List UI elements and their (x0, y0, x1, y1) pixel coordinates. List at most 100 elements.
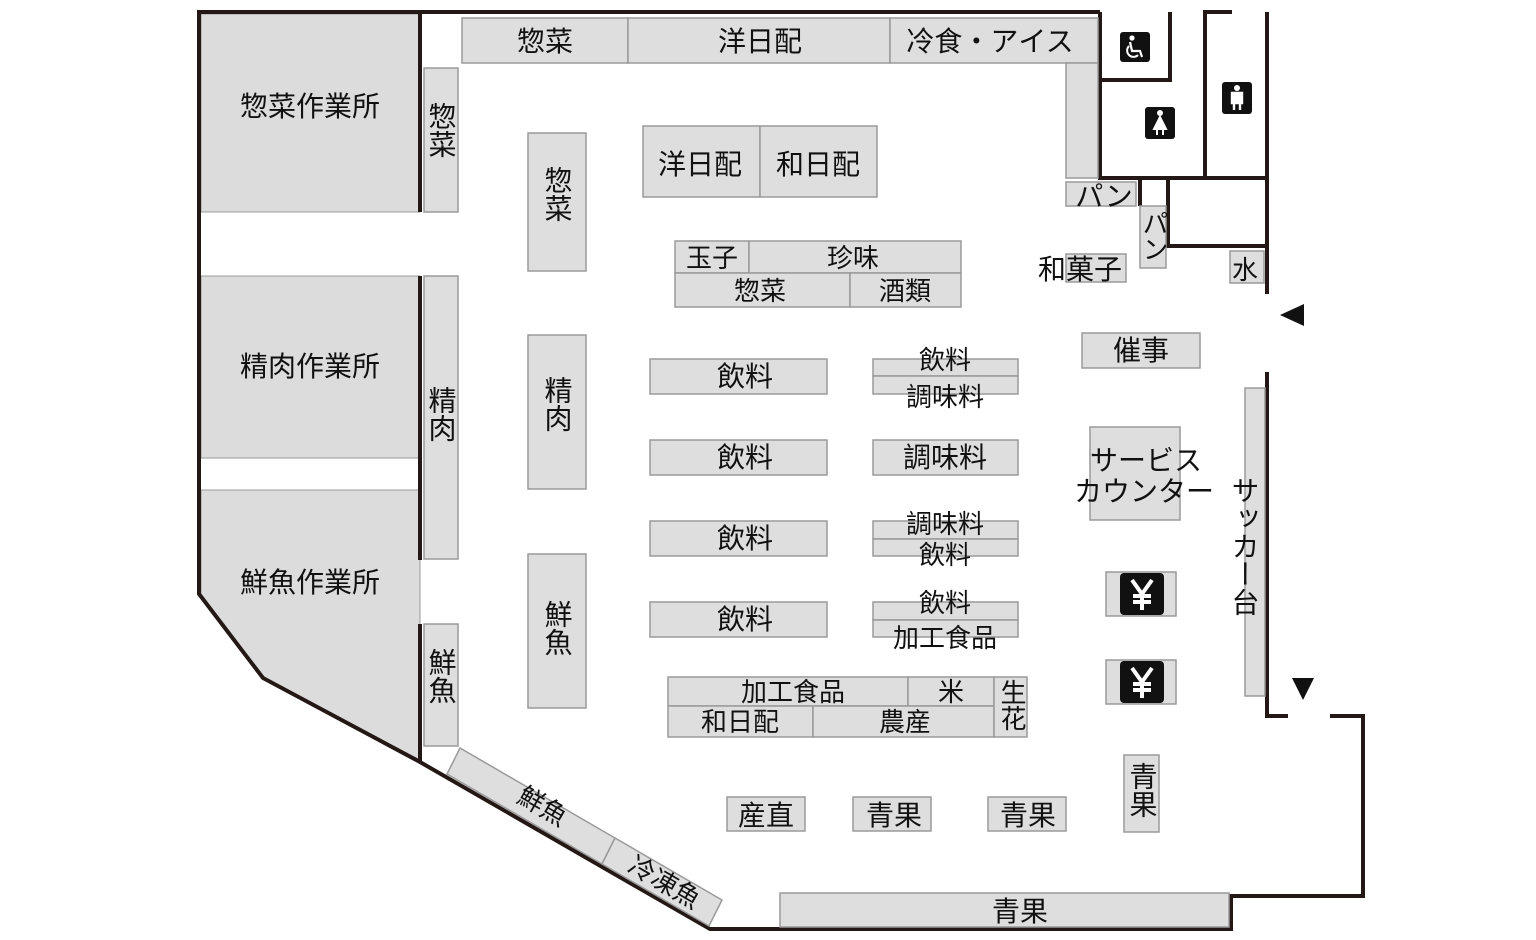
sengyo-work-area (200, 489, 421, 761)
island-sanchoku-label: 産直 (738, 799, 794, 832)
top-shelf-yonichihai-label: 洋日配 (718, 25, 802, 58)
island-inryo-1-label: 飲料 (717, 360, 773, 393)
sengyo-work-area-label: 鮮魚作業所 (240, 566, 380, 599)
island-seiniku-label: 精肉 (541, 376, 574, 432)
wall-shelf-labels: 惣菜 洋日配 冷食・アイス パン パン 和菓子 水 惣菜 精肉 鮮魚 鮮魚 冷凍… (425, 25, 1261, 928)
island-inryo-4 (649, 601, 828, 638)
island-yonichihai-label: 洋日配 (658, 148, 742, 181)
island-sozai2 (674, 272, 851, 308)
female-toilet-icon-head (1157, 110, 1163, 116)
wall-shelf-seiniku (423, 275, 459, 560)
work-areas: 惣菜作業所 精肉作業所 鮮魚作業所 (200, 13, 421, 761)
island-sozai (527, 132, 587, 272)
bottom-shelf-seika-label: 青果 (992, 895, 1048, 928)
island-sake-label: 酒類 (879, 277, 931, 307)
restroom-icons (1120, 32, 1252, 139)
wall-shelves (423, 17, 1266, 928)
island-wanichihai2-label: 和日配 (701, 708, 779, 738)
accessible-toilet-icon-body (1128, 41, 1144, 58)
sozai-work-area-label: 惣菜作業所 (240, 90, 380, 123)
island-wanichihai-label: 和日配 (776, 148, 860, 181)
top-shelf-sozai-label: 惣菜 (517, 25, 573, 58)
island-r3b-label: 飲料 (919, 541, 971, 571)
shelf-pan-2 (1139, 205, 1167, 269)
accessible-toilet-icon-wheel (1126, 45, 1139, 58)
service-counter-label-2: カウンター (1074, 475, 1214, 508)
wall-shelf-sozai (423, 67, 459, 213)
island-inryo-1 (649, 358, 828, 395)
island-nousan-label: 農産 (879, 708, 931, 738)
island-inryo-3 (649, 520, 828, 557)
right-top-shelf (1065, 62, 1099, 179)
sakkadai-shelf (1244, 387, 1266, 697)
island-r4b (872, 619, 1019, 638)
island-r3b (872, 538, 1019, 557)
restroom-wall-b (1100, 12, 1172, 82)
restroom-wall-c (1100, 10, 1232, 180)
accessible-toilet-icon-head (1129, 35, 1135, 41)
diag-shelf-reitougyo (601, 836, 723, 928)
wall-shelf-sozai-label: 惣菜 (425, 102, 458, 158)
island-chinmi-label: 珍味 (827, 244, 879, 274)
island-saiji-label: 催事 (1113, 334, 1169, 367)
restroom-wall-e (1166, 178, 1267, 248)
island-inryo-2-label: 飲料 (717, 441, 773, 474)
island-sengyo-label: 鮮魚 (541, 600, 574, 656)
top-shelf-reishoku (889, 17, 1099, 64)
male-toilet-icon-body (1230, 91, 1244, 110)
island-inryo-2 (649, 439, 828, 476)
island-kome (907, 676, 995, 707)
walls (197, 10, 1365, 931)
restrooms (1098, 10, 1267, 248)
island-wanichihai (759, 125, 878, 198)
wall-shelf-sengyo (423, 623, 459, 747)
island-seika-2 (987, 796, 1067, 832)
entrances (1280, 304, 1314, 700)
island-kakou-label: 加工食品 (741, 678, 845, 708)
island-r1b-label: 調味料 (906, 383, 984, 413)
seiniku-work-area (200, 275, 421, 459)
outer-wall-main (197, 10, 1365, 931)
female-toilet-icon-body (1152, 114, 1168, 135)
island-saiji (1081, 332, 1201, 369)
shelf-pan-2-label: パン (1138, 210, 1168, 262)
island-nousan (812, 705, 995, 738)
seiniku-work-area-label: 精肉作業所 (240, 350, 380, 383)
island-r2 (872, 439, 1019, 476)
male-toilet-icon-head (1234, 85, 1240, 91)
entrance-arrow-icon (1292, 678, 1314, 700)
island-r2-label: 調味料 (903, 441, 987, 474)
island-kakou (667, 676, 909, 707)
island-sozai2-label: 惣菜 (734, 277, 786, 307)
shelf-mizu (1229, 250, 1265, 284)
bottom-shelf-seika (779, 892, 1230, 928)
island-chinmi (748, 240, 962, 274)
sozai-work-area (200, 13, 421, 213)
island-inryo-3-label: 飲料 (717, 522, 773, 555)
island-tamago-label: 玉子 (686, 244, 738, 274)
island-sanchoku (726, 796, 806, 832)
island-seiniku (527, 334, 587, 490)
registers (1120, 573, 1164, 703)
island-seika-2-label: 青果 (1000, 799, 1056, 832)
shelf-wagashi (1065, 253, 1127, 283)
island-yonichihai (642, 125, 761, 198)
island-kome-label: 米 (938, 678, 964, 708)
top-shelf-sozai (461, 17, 629, 64)
service-counter-label-1: サービス (1090, 444, 1202, 477)
shelf-mizu-label: 水 (1232, 256, 1258, 286)
shelf-pan-1 (1065, 181, 1137, 207)
island-inryo-4-label: 飲料 (717, 603, 773, 636)
wall-shelf-seiniku-label: 精肉 (425, 386, 458, 442)
island-seika-1 (852, 796, 932, 832)
island-labels: 惣菜 精肉 鮮魚 洋日配 和日配 玉子 珍味 惣菜 酒類 飲料 飲料 飲料 飲料… (541, 148, 1215, 832)
island-seika-3 (1123, 754, 1160, 833)
island-sake (849, 272, 962, 308)
right-wall-lower (1265, 372, 1288, 718)
island-r1a-label: 飲料 (919, 346, 971, 376)
island-seika-3-label: 青果 (1126, 762, 1159, 818)
shelf-wagashi-label: 和菓子 (1038, 253, 1122, 286)
shelf-pan-1-label: パン (1075, 180, 1132, 213)
entrance-arrow-icon (1280, 304, 1304, 326)
